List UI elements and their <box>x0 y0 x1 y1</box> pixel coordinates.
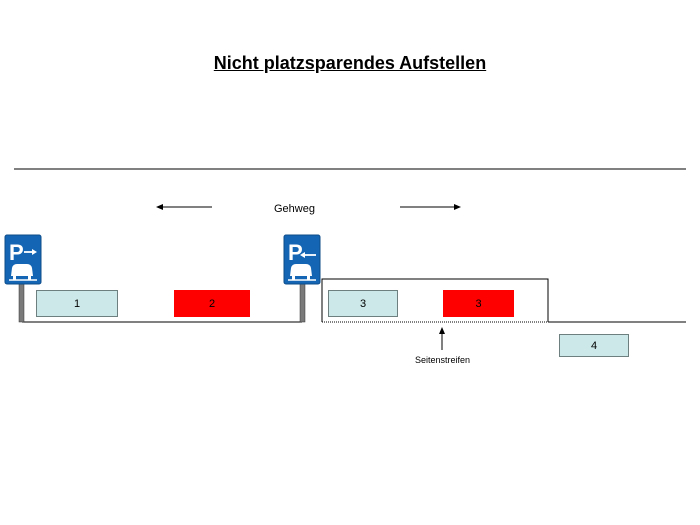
parking-sign-arrow-left-icon: P <box>283 234 321 285</box>
sign-letter: P <box>288 240 303 265</box>
arrow-right-icon <box>400 204 461 210</box>
car-4: 4 <box>559 334 629 357</box>
parking-sign-arrow-right-icon: P <box>4 234 42 285</box>
sign-pole-2 <box>299 283 306 323</box>
sign-pole-1 <box>18 283 25 323</box>
car-2: 2 <box>174 290 250 317</box>
arrow-up-icon <box>439 327 445 350</box>
sidewalk-label: Gehweg <box>274 203 315 215</box>
page-title: Nicht platzsparendes Aufstellen <box>213 53 487 73</box>
car-1: 1 <box>36 290 118 317</box>
shoulder-label: Seitenstreifen <box>415 355 471 365</box>
shoulder-bay-outline <box>321 278 549 322</box>
car-3: 3 <box>328 290 398 317</box>
sign-letter: P <box>9 240 24 265</box>
arrow-left-icon <box>156 204 212 210</box>
car-3-red: 3 <box>443 290 514 317</box>
